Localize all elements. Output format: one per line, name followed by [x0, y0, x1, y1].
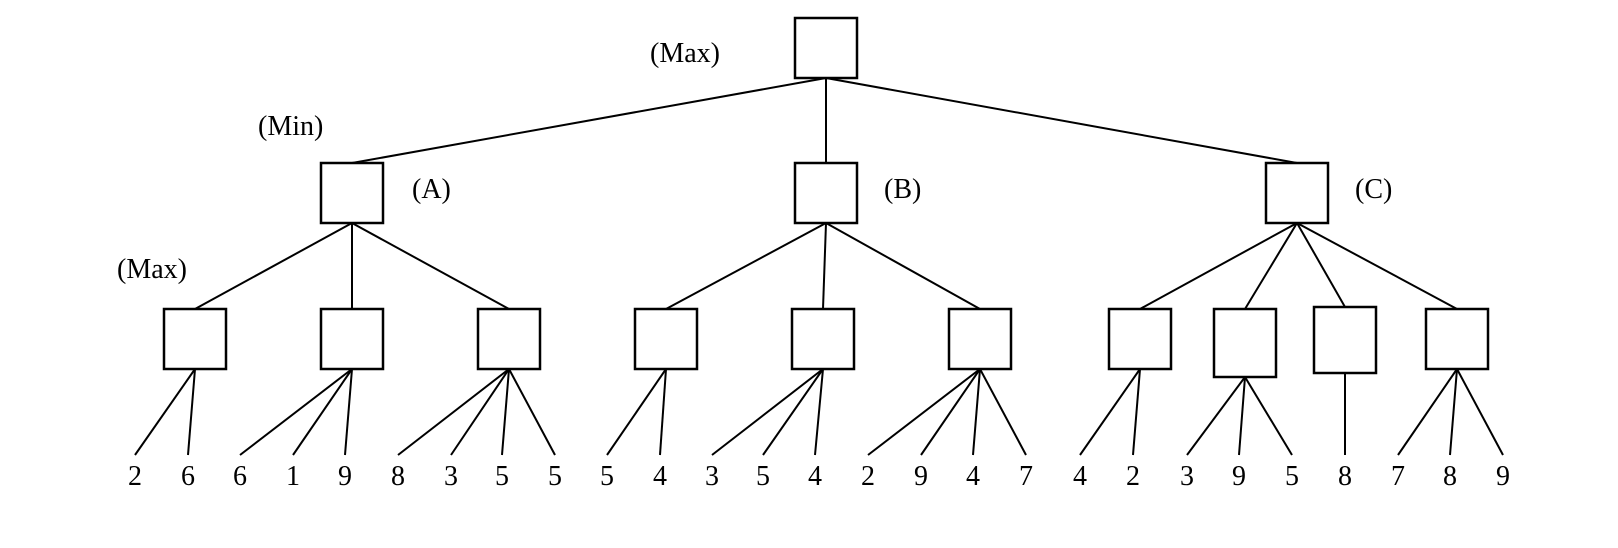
tree-edges: [134, 77, 1504, 456]
edge-max-7-to-leaf-2: [1132, 368, 1141, 456]
leaf-value: 5: [600, 461, 614, 492]
leaf-value: 8: [391, 461, 405, 492]
edge-max-6-to-leaf-1: [867, 368, 981, 456]
leaf-value: 3: [444, 461, 458, 492]
edge-max-8-to-leaf-3: [1244, 376, 1293, 456]
edge-max-5-to-leaf-3: [814, 368, 824, 456]
edge-root-to-a: [351, 77, 827, 164]
leaf-value: 4: [808, 461, 822, 492]
leaf-value: 3: [705, 461, 719, 492]
leaf-value: 4: [1073, 461, 1087, 492]
edge-max-7-to-leaf-1: [1079, 368, 1141, 456]
max-node-6: [947, 307, 1013, 371]
tree-nodes: [162, 16, 1490, 379]
edge-max-1-to-leaf-2: [187, 368, 196, 456]
edge-max-6-to-leaf-4: [979, 368, 1027, 456]
leaf-values: 2 6 6 1 9 8 3 5 5 5 4 3 5 4 2 9 4 7 4 2 3 9 5 8 7 8 9: [128, 461, 1510, 492]
edge-max-10-to-leaf-1: [1397, 368, 1458, 456]
edge-max-3-to-leaf-2: [450, 368, 510, 456]
max-level-label: (Max): [117, 254, 187, 285]
edge-max-6-to-leaf-3: [972, 368, 981, 456]
edge-max-3-to-leaf-1: [397, 368, 510, 456]
edge-max-2-to-leaf-1: [239, 368, 353, 456]
edge-max-3-to-leaf-3: [501, 368, 510, 456]
leaf-value: 5: [548, 461, 562, 492]
edge-max-10-to-leaf-3: [1456, 368, 1504, 456]
leaf-value: 4: [966, 461, 980, 492]
leaf-value: 7: [1019, 461, 1033, 492]
edge-max-2-to-leaf-3: [344, 368, 353, 456]
edge-max-1-to-leaf-1: [134, 368, 196, 456]
edge-b-to-max-6: [825, 222, 981, 310]
max-node-9: [1312, 305, 1378, 375]
edge-max-10-to-leaf-2: [1449, 368, 1458, 456]
root-level-label: (Max): [650, 38, 720, 69]
min-node-a: [319, 161, 385, 225]
max-node-5: [790, 307, 856, 371]
edge-a-to-max-1: [194, 222, 353, 310]
root-max-node: [793, 16, 859, 80]
leaf-value: 4: [653, 461, 667, 492]
edge-max-4-to-leaf-1: [606, 368, 667, 456]
edge-root-to-c: [825, 77, 1298, 164]
node-label-a: (A): [412, 174, 451, 205]
edge-a-to-max-3: [351, 222, 510, 310]
edge-max-6-to-leaf-2: [920, 368, 981, 456]
node-label-c: (C): [1355, 174, 1392, 205]
max-node-1: [162, 307, 228, 371]
leaf-value: 9: [1232, 461, 1246, 492]
max-node-7: [1107, 307, 1173, 371]
max-node-10: [1424, 307, 1490, 371]
edge-c-to-max-7: [1139, 222, 1298, 310]
leaf-value: 7: [1391, 461, 1405, 492]
leaf-value: 9: [338, 461, 352, 492]
leaf-value: 6: [181, 461, 195, 492]
edge-max-2-to-leaf-2: [292, 368, 353, 456]
leaf-value: 9: [914, 461, 928, 492]
max-node-3: [476, 307, 542, 371]
node-label-b: (B): [884, 174, 921, 205]
max-node-2: [319, 307, 385, 371]
leaf-value: 8: [1443, 461, 1457, 492]
edge-c-to-max-8: [1244, 222, 1298, 310]
leaf-value: 1: [286, 461, 300, 492]
leaf-value: 2: [1126, 461, 1140, 492]
min-level-label: (Min): [258, 111, 323, 142]
edge-b-to-max-5: [822, 222, 827, 310]
max-node-4: [633, 307, 699, 371]
edge-max-8-to-leaf-2: [1238, 376, 1246, 456]
edge-max-5-to-leaf-1: [711, 368, 824, 456]
min-node-b: [793, 161, 859, 225]
leaf-value: 5: [495, 461, 509, 492]
edge-b-to-max-4: [665, 222, 827, 310]
leaf-value: 8: [1338, 461, 1352, 492]
edge-max-5-to-leaf-2: [762, 368, 824, 456]
edge-max-3-to-leaf-4: [508, 368, 556, 456]
leaf-value: 5: [1285, 461, 1299, 492]
leaf-value: 2: [861, 461, 875, 492]
max-node-8: [1212, 307, 1278, 379]
edge-c-to-max-10: [1296, 222, 1458, 310]
edge-max-4-to-leaf-2: [659, 368, 667, 456]
leaf-value: 3: [1180, 461, 1194, 492]
leaf-value: 9: [1496, 461, 1510, 492]
edge-max-8-to-leaf-1: [1186, 376, 1246, 456]
leaf-value: 2: [128, 461, 142, 492]
leaf-value: 6: [233, 461, 247, 492]
leaf-value: 5: [756, 461, 770, 492]
min-node-c: [1264, 161, 1330, 225]
edge-c-to-max-9: [1296, 222, 1346, 308]
